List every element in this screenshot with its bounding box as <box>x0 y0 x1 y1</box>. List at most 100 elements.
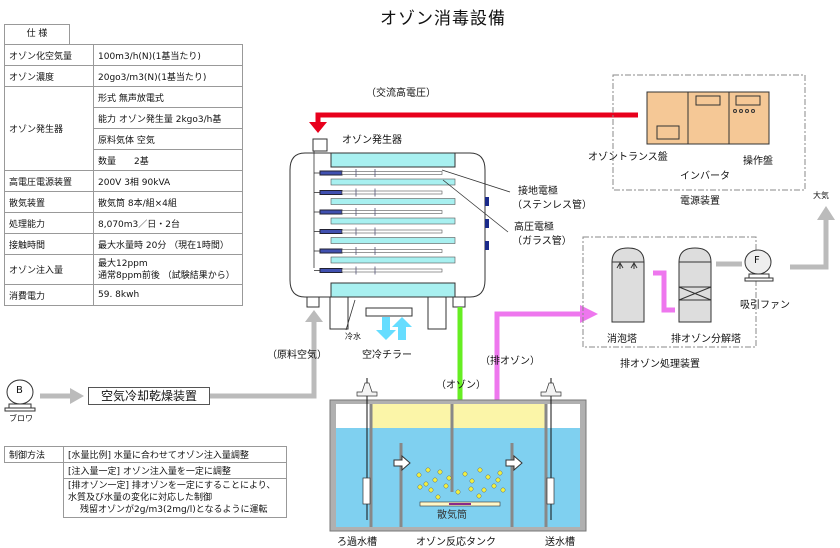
delivery-tank-label: 送水槽 <box>545 537 575 548</box>
cooling-water-label: 冷水 <box>345 332 361 341</box>
flow-arrow-icon <box>505 454 523 472</box>
atmosphere-arrow-icon <box>817 206 835 220</box>
ground-electrode-sub-label: （ステンレス管） <box>512 200 592 211</box>
bubble <box>435 494 441 500</box>
page-title: オゾン消毒設備 <box>380 9 506 29</box>
raw-air-line <box>210 322 317 399</box>
power-unit-frame <box>612 74 806 191</box>
bubble <box>485 474 491 480</box>
bubble <box>428 487 434 493</box>
ground-electrode-pointer <box>441 169 511 193</box>
air-dryer-box: 空気冷却乾燥装置 <box>88 387 210 405</box>
bubble <box>477 467 483 473</box>
control-table: 制御方法[水量比例] 水量に合わせてオゾン注入量調整 [注入量一定] オゾン注入… <box>4 446 287 518</box>
inverter-label: インバータ <box>680 171 730 182</box>
table-row: [排オゾン一定] 排オゾンを一定にすることにより、水質及び水量の変化に対応した制… <box>5 478 287 518</box>
decomposition-tower-label: 排オゾン分解塔 <box>671 334 741 345</box>
hv-line <box>315 112 638 125</box>
transformer-panel-label: オゾントランス盤 <box>588 152 668 163</box>
hv-electrode-sub-label: （ガラス管） <box>512 236 572 247</box>
bubble <box>497 470 503 476</box>
spec-key: オゾン発生器 <box>4 86 94 171</box>
exhaust-arrow-icon <box>580 305 598 323</box>
bubble <box>455 489 461 495</box>
bubble <box>469 478 475 484</box>
blower-label: ブロワ <box>9 414 33 423</box>
exhaust-ozone-line <box>494 311 580 412</box>
ground-electrode-tube <box>330 237 456 244</box>
defoam-tower-label: 消泡塔 <box>607 334 637 345</box>
bubble <box>462 471 468 477</box>
chiller-up-arrow-icon <box>392 317 412 340</box>
control-value: [排オゾン一定] 排オゾンを一定にすることにより、水質及び水量の変化に対応した制… <box>63 478 287 518</box>
blower-air-arrow-icon <box>70 388 84 404</box>
hv-electrode-terminal <box>319 170 343 176</box>
hv-electrode-tube <box>341 171 443 175</box>
atmosphere-label: 大気 <box>813 191 829 200</box>
bubble <box>425 467 431 473</box>
spec-value-line: 最大12ppm <box>98 258 148 269</box>
bubble <box>432 477 438 483</box>
ground-electrode-tube <box>330 217 456 225</box>
hv-electrode-label: 高圧電極 <box>514 222 554 233</box>
chiller-down-arrow-icon <box>376 317 396 340</box>
hv-electrode-tube <box>341 190 443 195</box>
bubble <box>468 486 474 492</box>
ground-electrode-tube <box>330 198 456 205</box>
reaction-tank-label: オゾン反応タンク <box>416 537 496 548</box>
table-row: 散気装置散気筒 8本/組×4組 <box>4 191 243 213</box>
tower-link-line <box>653 270 675 313</box>
ground-electrode-label: 接地電極 <box>518 186 558 197</box>
exhaust-to-atmosphere-line <box>790 220 829 270</box>
bubble <box>437 469 443 475</box>
operation-panel <box>728 91 770 145</box>
ozone-generator-label: オゾン発生器 <box>342 135 402 146</box>
bubble <box>446 475 452 481</box>
bubble <box>416 472 422 478</box>
suction-fan-label: 吸引ファン <box>740 300 790 311</box>
hv-electrode-terminal <box>319 190 343 195</box>
electrodes <box>313 151 456 275</box>
power-unit-label: 電源装置 <box>680 196 720 207</box>
hv-electrode-terminal <box>319 248 343 254</box>
bubble <box>476 493 482 499</box>
bubble <box>500 487 506 493</box>
diffuser-label: 散気筒 <box>437 510 467 521</box>
ground-electrode-tube <box>330 256 456 264</box>
hv-arrow-icon <box>309 122 327 133</box>
raw-air-arrow-icon <box>305 310 323 322</box>
foam-layer <box>371 404 546 428</box>
raw-air-label: （原料空気） <box>267 350 327 361</box>
exhaust-ozone-label: （排オゾン） <box>480 356 540 367</box>
hv-electrode-tube <box>341 210 443 214</box>
control-value-line: [排オゾン一定] 排オゾンを一定にすることにより、水質及び水量の変化に対応した制… <box>68 481 276 503</box>
water-body <box>336 428 580 527</box>
exhaust-unit-label: 排オゾン処理装置 <box>620 359 700 370</box>
spec-value-line: 通常8ppm前後 （試験結果から） <box>98 270 235 281</box>
filter-tank-label: ろ過水槽 <box>337 537 377 548</box>
bubble <box>491 483 497 489</box>
control-value-line: 残留オゾンが2g/m3(2mg/l)となるように運転 <box>80 505 268 515</box>
air-chiller-label: 空冷チラー <box>362 350 412 361</box>
bubble <box>423 481 429 487</box>
transformer-panel <box>646 91 689 145</box>
hv-electrode-terminal <box>319 209 343 215</box>
ozone-label: （オゾン） <box>436 380 486 391</box>
ground-electrode-tube <box>330 178 456 186</box>
blower-letter: B <box>16 385 23 396</box>
decomposition-tower <box>678 247 712 323</box>
hv-electrode-tube <box>341 229 443 234</box>
bubble <box>495 477 501 483</box>
bubbles <box>416 467 506 500</box>
hv-electrode-terminal <box>319 268 343 273</box>
table-row: オゾン発生器形式 無声放電式 <box>4 86 243 171</box>
bubble <box>417 484 423 490</box>
inverter-panel <box>687 91 730 145</box>
hv-electrode-pointer <box>442 179 509 233</box>
